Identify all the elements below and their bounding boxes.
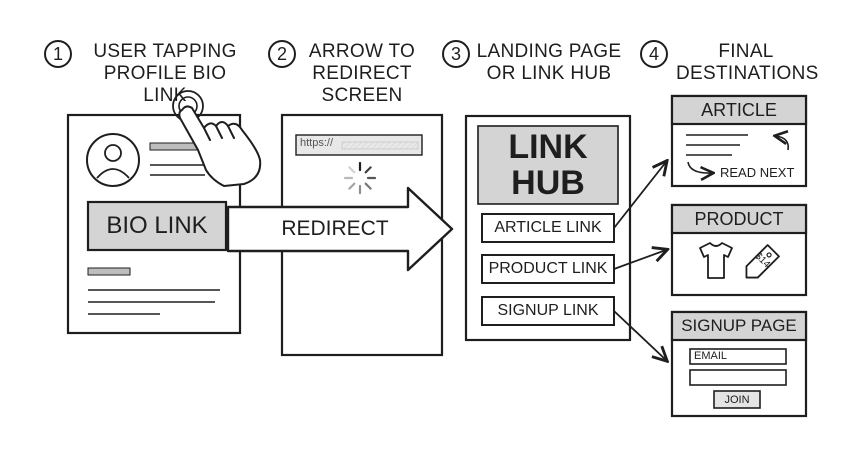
signup-card-header <box>670 310 808 342</box>
second-field <box>689 369 787 386</box>
arrow-to-product <box>613 250 666 270</box>
email-field <box>689 348 787 365</box>
join-label[interactable]: JOIN <box>724 393 750 406</box>
step-2-heading-line: SCREEN <box>321 85 403 106</box>
join-button <box>713 390 761 409</box>
article-link[interactable]: ARTICLE LINK <box>494 219 602 236</box>
hub-link-box <box>481 213 615 243</box>
link-hub-title-line: HUB <box>511 164 585 202</box>
price-tag-icon <box>745 244 780 279</box>
url-blur <box>341 141 419 150</box>
step-2-number: 2 <box>268 40 296 68</box>
hand-pointer-icon <box>172 90 262 187</box>
avatar <box>86 133 140 187</box>
read-next-arrow-icon <box>687 161 712 173</box>
arrow-to-article <box>613 162 666 229</box>
step-3-heading-line: OR LINK HUB <box>486 63 612 84</box>
redirect-arrow-label: REDIRECT <box>281 217 389 240</box>
link-hub-title: LINK HUB <box>478 126 618 204</box>
back-arrow-icon <box>776 136 790 151</box>
tshirt-icon <box>699 242 733 279</box>
step-4-heading: FINAL DESTINATIONS <box>676 41 819 85</box>
step-3-number: 3 <box>442 40 470 68</box>
link-hub-header <box>477 125 619 205</box>
signup-title: SIGNUP PAGE <box>681 316 797 335</box>
step-1-heading-line: USER TAPPING <box>93 41 237 62</box>
read-next-label[interactable]: READ NEXT <box>720 165 795 180</box>
step-2-heading-line: ARROW TO <box>308 41 416 62</box>
step-4-heading-line: FINAL <box>718 41 774 62</box>
link-hub-title-line: LINK <box>508 128 588 166</box>
hub-link-box <box>481 254 615 284</box>
avatar-shoulders <box>96 168 130 179</box>
arrow-to-signup <box>613 310 666 360</box>
step-4-heading-line: DESTINATIONS <box>676 63 819 84</box>
article-title: ARTICLE <box>701 99 777 120</box>
product-title: PRODUCT <box>694 208 784 229</box>
signup-link[interactable]: SIGNUP LINK <box>497 302 599 319</box>
email-label[interactable]: EMAIL <box>694 350 728 362</box>
step-1-heading: USER TAPPING PROFILE BIO LINK <box>80 41 250 107</box>
step-2-heading-line: REDIRECT <box>312 63 412 84</box>
bio-link-label[interactable]: BIO LINK <box>106 212 208 239</box>
article-card-header <box>670 94 808 126</box>
hub-link-box <box>481 296 615 326</box>
profile-highlight-line <box>87 267 131 276</box>
step-3-heading: LANDING PAGE OR LINK HUB <box>474 41 624 85</box>
loading-spinner-icon <box>343 161 377 195</box>
url-text: https:// <box>300 137 334 149</box>
bio-link-box <box>86 200 228 252</box>
avatar-head <box>104 144 122 162</box>
step-2-heading: ARROW TO REDIRECT SCREEN <box>300 41 424 107</box>
step-1-number: 1 <box>44 40 72 68</box>
redirect-arrow <box>226 186 454 272</box>
step-4-number: 4 <box>640 40 668 68</box>
product-link[interactable]: PRODUCT LINK <box>488 260 608 277</box>
step-3-heading-line: LANDING PAGE <box>476 41 622 62</box>
product-card-header <box>670 203 808 235</box>
step-1-heading-line: PROFILE BIO LINK <box>103 63 227 106</box>
